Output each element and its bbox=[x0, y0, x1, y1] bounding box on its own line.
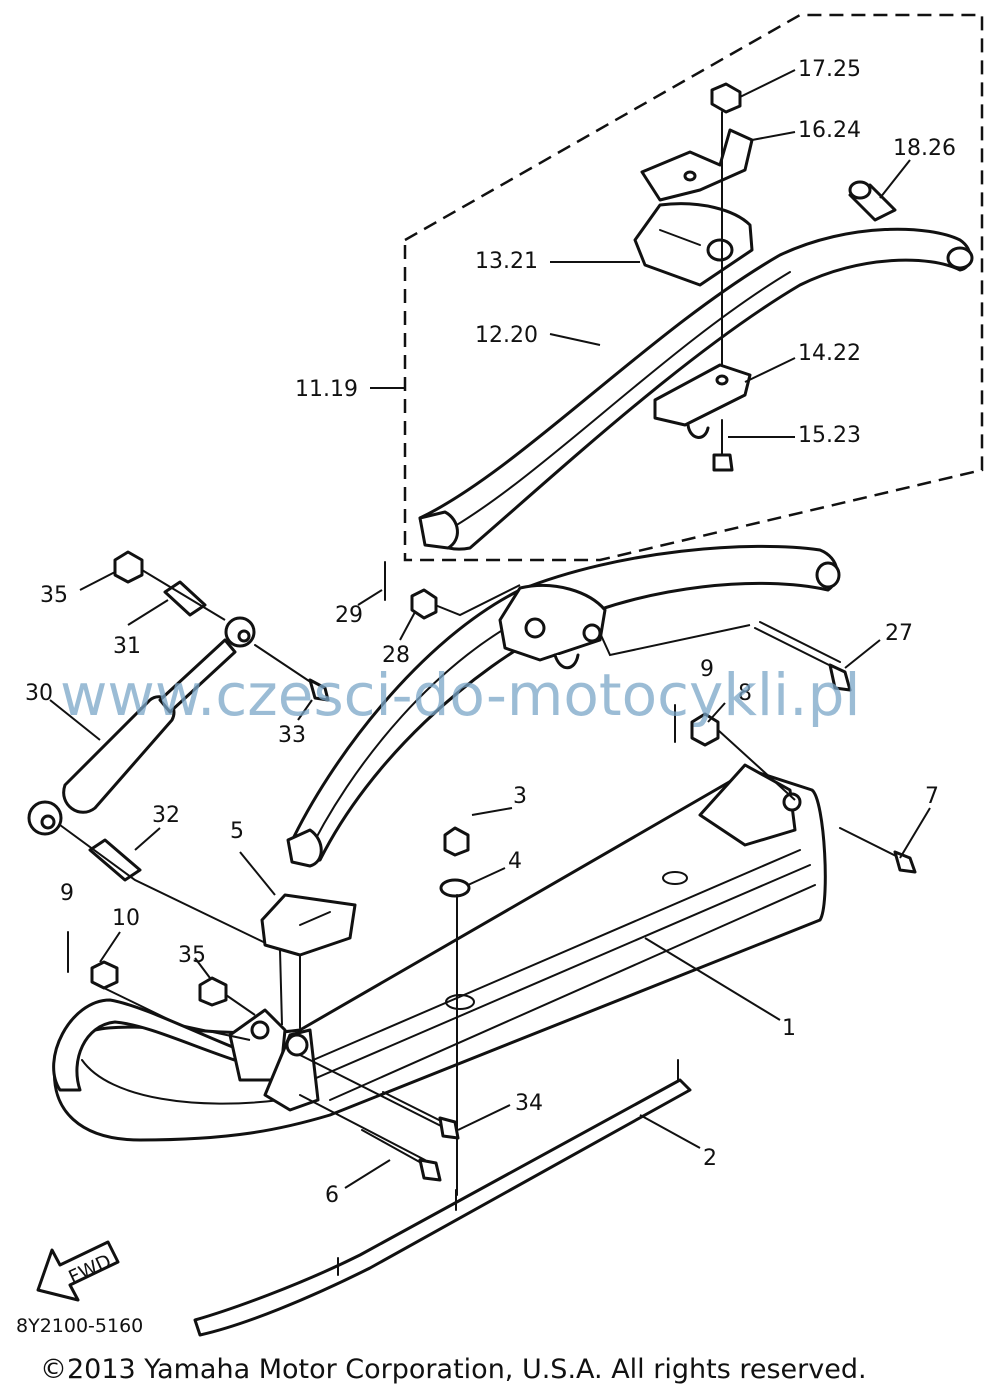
callout-8: 8 bbox=[738, 681, 752, 706]
spring-plate bbox=[653, 363, 752, 439]
spring-seat-upper bbox=[633, 202, 754, 287]
callout-9-right: 9 bbox=[700, 657, 714, 682]
washer-4 bbox=[439, 878, 471, 898]
callout-9-left: 9 bbox=[60, 881, 74, 906]
collar-32 bbox=[88, 838, 142, 882]
callout-27: 27 bbox=[885, 621, 913, 646]
callout-1: 1 bbox=[782, 1016, 796, 1041]
callout-35-lower: 35 bbox=[178, 943, 206, 968]
fwd-arrow-icon: FWD bbox=[36, 1240, 120, 1302]
spring-seat-lower bbox=[498, 583, 607, 670]
callout-33: 33 bbox=[278, 723, 306, 748]
bolt-34 bbox=[299, 1054, 460, 1140]
nut-35-lower bbox=[198, 976, 228, 1007]
ski-front-bracket bbox=[228, 1008, 320, 1112]
nut-3 bbox=[443, 826, 470, 857]
callout-31: 31 bbox=[113, 634, 141, 659]
callout-4: 4 bbox=[508, 849, 522, 874]
nut-8 bbox=[690, 712, 720, 747]
callout-5: 5 bbox=[230, 819, 244, 844]
bolt-27 bbox=[754, 621, 852, 692]
callout-32: 32 bbox=[152, 803, 180, 828]
callout-15-23: 15.23 bbox=[798, 423, 861, 448]
nut-28 bbox=[410, 588, 438, 620]
callout-17-25: 17.25 bbox=[798, 57, 861, 82]
callouts: 17.25 16.24 18.26 13.21 12.20 11.19 14.2… bbox=[25, 57, 956, 1208]
callout-3: 3 bbox=[513, 784, 527, 809]
callout-2: 2 bbox=[703, 1146, 717, 1171]
diagram-code: 8Y2100-5160 bbox=[16, 1315, 143, 1337]
leader-lines bbox=[49, 69, 931, 1189]
nut-upper bbox=[710, 82, 742, 114]
bolt-upper bbox=[712, 419, 734, 472]
callout-35-top: 35 bbox=[40, 583, 68, 608]
callout-28: 28 bbox=[382, 643, 410, 668]
shock-absorber bbox=[27, 616, 256, 836]
leaf-spring-upper bbox=[418, 227, 974, 551]
callout-18-26: 18.26 bbox=[893, 136, 956, 161]
bracket-upper bbox=[640, 128, 754, 202]
callout-11-19: 11.19 bbox=[295, 377, 358, 402]
bolt-33 bbox=[254, 644, 330, 702]
callout-14-22: 14.22 bbox=[798, 341, 861, 366]
bracket-5 bbox=[260, 893, 357, 957]
bolt-6 bbox=[299, 1094, 442, 1182]
assembly-boundary bbox=[403, 13, 984, 562]
callout-34: 34 bbox=[515, 1091, 543, 1116]
callout-7: 7 bbox=[925, 784, 939, 809]
callout-13-21: 13.21 bbox=[475, 249, 538, 274]
copyright: ©2013 Yamaha Motor Corporation, U.S.A. A… bbox=[40, 1354, 867, 1385]
watermark: www.czesci-do-motocykli.pl bbox=[60, 661, 861, 729]
callout-6: 6 bbox=[325, 1183, 339, 1208]
callout-29: 29 bbox=[335, 603, 363, 628]
wear-bar bbox=[193, 1059, 692, 1337]
nut-10 bbox=[90, 960, 119, 990]
nut-35-top bbox=[113, 550, 144, 584]
callout-16-24: 16.24 bbox=[798, 118, 861, 143]
callout-30: 30 bbox=[25, 681, 53, 706]
collar-upper bbox=[848, 180, 897, 222]
callout-12-20: 12.20 bbox=[475, 323, 538, 348]
callout-10: 10 bbox=[112, 906, 140, 931]
